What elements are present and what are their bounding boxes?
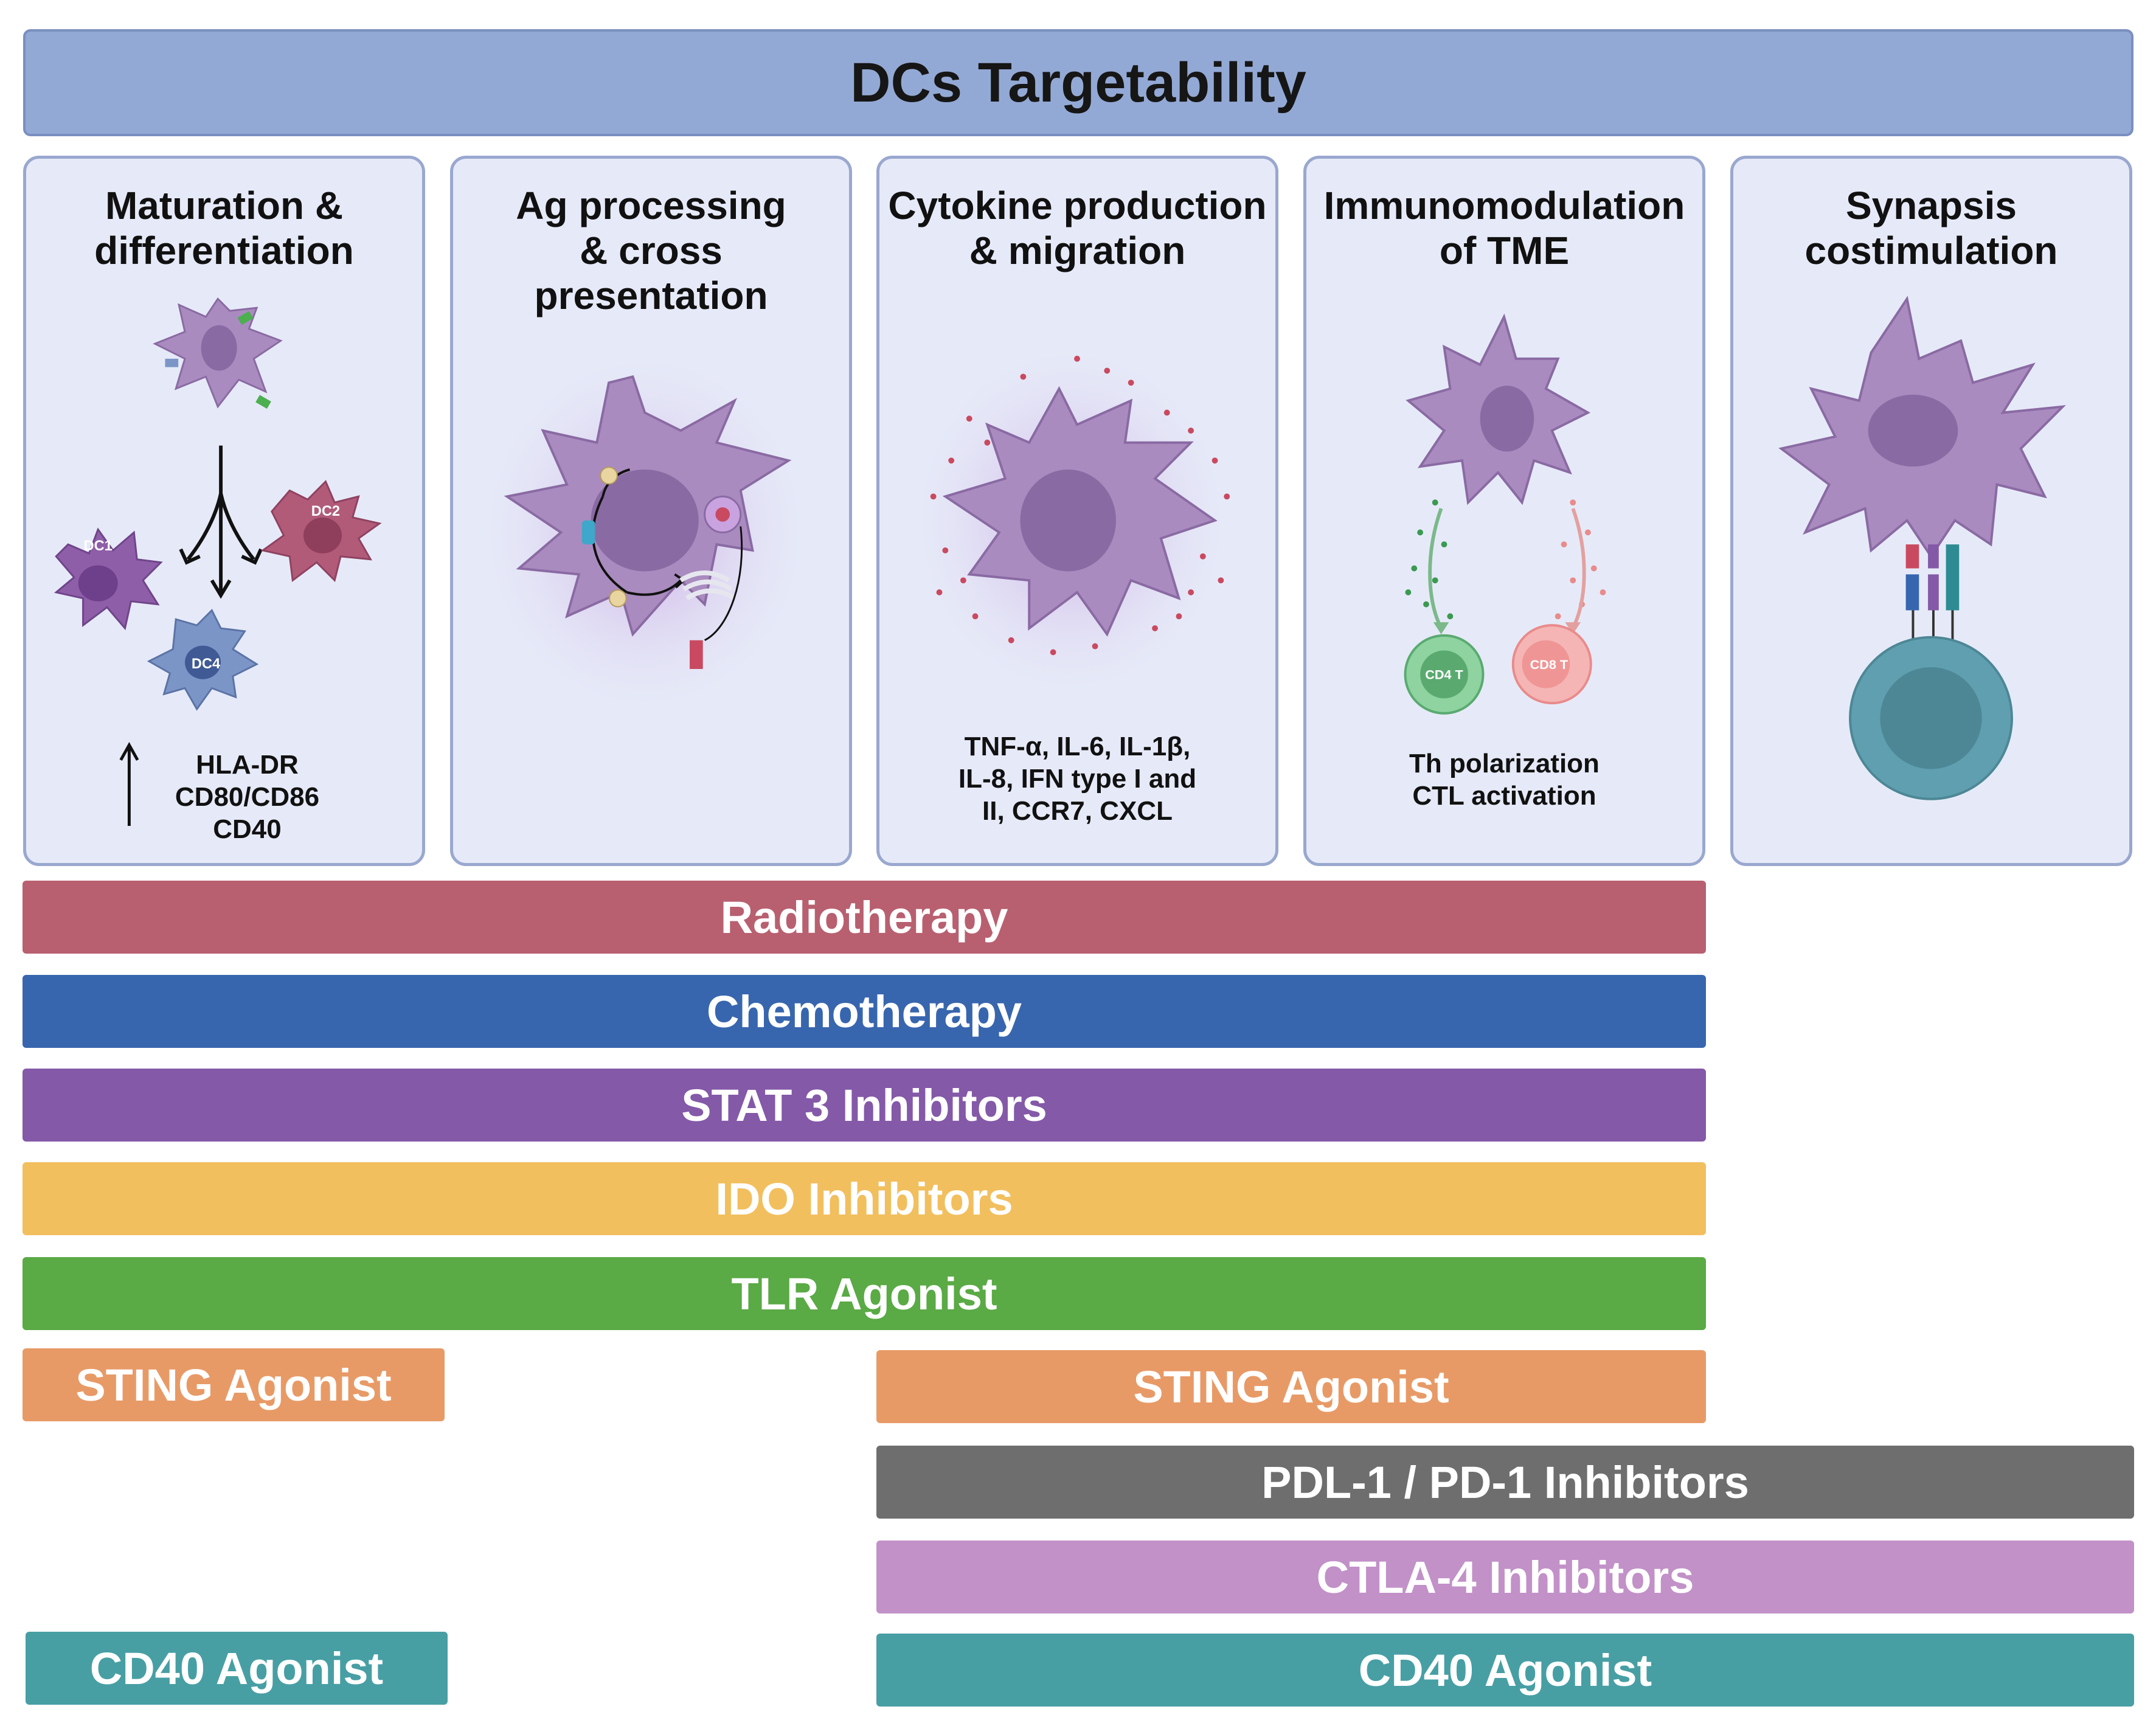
pink-cytokine-dots-icon [1555,499,1606,620]
dendritic-cell-icon [1406,313,1591,505]
cytokine-secretion-illustration [897,328,1245,712]
antigen-icon [609,589,627,608]
therapy-bar-pdl1-pd1-inhibitors: PDL-1 / PD-1 Inhibitors [876,1446,2134,1519]
costimulatory-receptors-icon [1905,544,1960,659]
therapy-bar-radiotherapy: Radiotherapy [23,881,1706,954]
t-cell-icon [1849,636,2013,800]
svg-text:DC4: DC4 [192,656,221,672]
svg-text:CD4 T: CD4 T [1425,667,1463,682]
panel-cytokine-production: Cytokine production& migration TNF-α, IL… [876,156,1278,866]
t-cell-polarization-illustration: CD4 T CD8 T [1404,313,1606,715]
therapy-bar-tlr-agonist: TLR Agonist [23,1257,1706,1330]
dendritic-cell-icon [942,386,1218,637]
green-cytokine-dots-icon [1405,499,1454,620]
up-arrow-icon [119,742,139,827]
dendritic-cell-icon [1778,296,2066,559]
dc2-cell-icon: DC2 [260,480,382,583]
dendritic-cell-icon [504,375,792,637]
svg-text:DC2: DC2 [311,504,340,519]
dc4-cell-icon: DC4 [147,608,259,711]
cytokine-dots-icon [930,355,1230,656]
therapy-bar-chemotherapy: Chemotherapy [23,975,1706,1048]
cd8-t-cell-icon: CD8 T [1511,624,1592,705]
dc-differentiation-illustration: DC1 DC2 DC4 [54,297,382,827]
therapy-bar-ctla4-inhibitors: CTLA-4 Inhibitors [876,1541,2134,1613]
panel-title: Cytokine production& migration [888,184,1267,272]
immature-dc-icon [153,297,283,409]
therapy-bar-sting-agonist-left: STING Agonist [23,1348,445,1421]
arrow-to-cd8-icon [1571,508,1586,629]
therapy-bar-cd40-agonist-left: CD40 Agonist [26,1632,448,1705]
arrow-to-cd4-icon [1428,508,1443,629]
panel-title: Maturation &differentiation [94,184,354,272]
golgi-icon [679,570,736,601]
therapy-bar-stat3-inhibitors: STAT 3 Inhibitors [23,1069,1706,1142]
svg-text:CD8 T: CD8 T [1530,657,1568,672]
svg-text:DC1: DC1 [84,538,113,554]
therapy-bar-cd40-agonist-right: CD40 Agonist [876,1634,2134,1707]
therapy-bar-sting-agonist-right: STING Agonist [876,1350,1706,1423]
diagram-title: DCs Targetability [23,29,2133,136]
antigen-icon [600,466,618,485]
proteasome-icon [581,520,595,545]
dc1-cell-icon: DC1 [54,527,163,631]
therapy-bar-ido-inhibitors: IDO Inhibitors [23,1162,1706,1235]
panel-maturation: Maturation &differentiation DC1 DC2 [23,156,425,866]
mhc-molecule-icon [690,640,703,670]
cd4-t-cell-icon: CD4 T [1404,634,1485,715]
differentiation-arrows-icon [179,445,263,599]
immune-synapse-illustration [1778,296,2066,800]
antigen-presentation-illustration [465,334,825,730]
